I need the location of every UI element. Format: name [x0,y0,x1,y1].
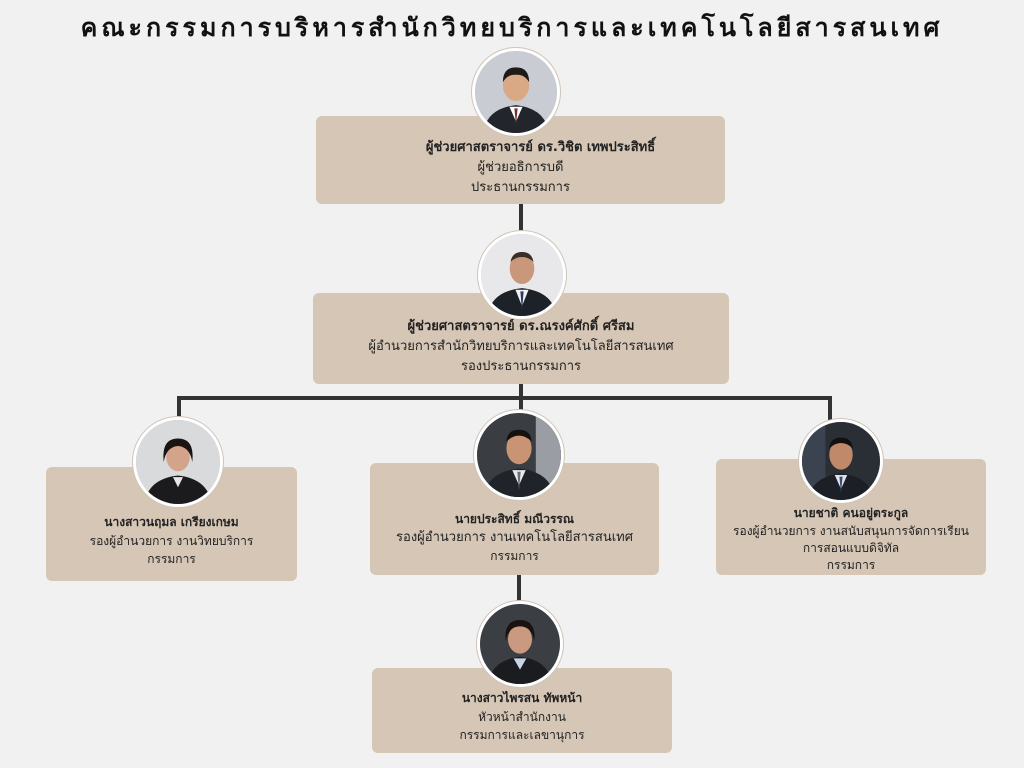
person-portrait-icon [802,422,880,500]
connector-vice-bar [519,384,523,398]
chair-name: ผู้ช่วยศาสตราจารย์ ดร.วิชิต เทพประสิทธิ์ [425,140,656,155]
right-member-role: กรรมการ [826,558,876,572]
vice-chair-position: ผู้อำนวยการสำนักวิทยบริการและเทคโนโลยีสา… [368,339,674,354]
right-member-photo [799,419,883,503]
right-member-position: รองผู้อำนวยการ งานสนับสนุนการจัดการเรียน [733,524,969,538]
secretary-photo [477,601,563,687]
right-member-position-2: การสอนแบบดิจิทัล [802,541,900,555]
center-member-position: รองผู้อำนวยการ งานเทคโนโลยีสารสนเทศ [396,530,633,545]
left-member-photo [133,417,223,507]
vice-chair-photo [478,231,566,319]
secretary-position: หัวหน้าสำนักงาน [478,710,566,724]
left-member-role: กรรมการ [147,552,196,566]
vice-chair-name: ผู้ช่วยศาสตราจารย์ ดร.ณรงค์ศักดิ์ ศรีสม [407,319,635,334]
person-portrait-icon [481,234,563,316]
connector-center-drop [519,396,523,414]
person-portrait-icon [475,51,557,133]
center-member-photo [474,410,564,500]
connector-chair-vice [519,204,523,234]
connector-left-drop [177,396,181,420]
connector-horizontal-bar [177,396,832,400]
secretary-name: นางสาวไพรสน ทัพหน้า [461,691,583,705]
center-member-name: นายประสิทธิ์ มณีวรรณ [454,512,575,526]
vice-chair-role: รองประธานกรรมการ [460,359,582,374]
person-portrait-icon [477,413,561,497]
secretary-role: กรรมการและเลขานุการ [459,728,585,742]
right-member-card: นายชาติ คนอยู่ตระกูล รองผู้อำนวยการ งานส… [716,459,986,575]
right-member-name: นายชาติ คนอยู่ตระกูล [793,506,909,520]
left-member-position: รองผู้อำนวยการ งานวิทยบริการ [89,534,254,548]
person-portrait-icon [480,604,560,684]
person-portrait-icon [136,420,220,504]
chair-photo [472,48,560,136]
connector-center-secretary [517,575,521,603]
connector-right-drop [828,396,832,420]
chair-position: ผู้ช่วยอธิการบดี [477,160,564,175]
page-title: คณะกรรมการบริหารสำนักวิทยบริการและเทคโนโ… [80,13,944,42]
left-member-name: นางสาวนฤมล เกรียงเกษม [104,515,239,529]
center-member-role: กรรมการ [490,549,539,563]
chair-role: ประธานกรรมการ [471,180,570,195]
